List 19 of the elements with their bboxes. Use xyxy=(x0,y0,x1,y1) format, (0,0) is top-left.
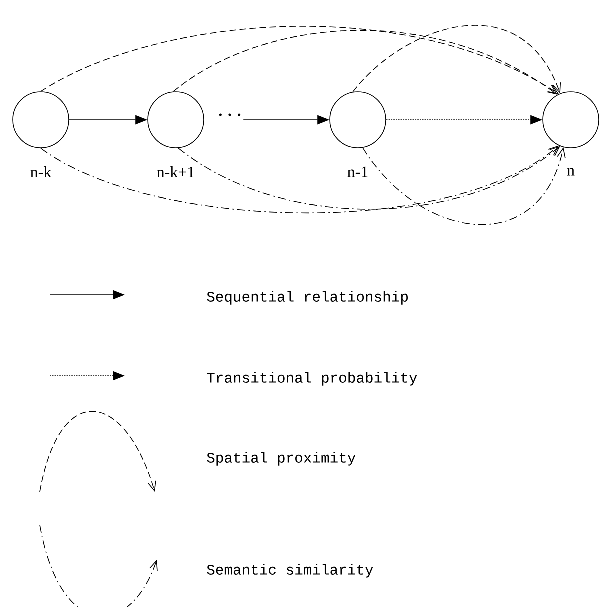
legend-text: Semantic similarity xyxy=(207,564,374,578)
arrow xyxy=(362,147,566,225)
node-circle xyxy=(148,92,204,148)
node-circle xyxy=(12,92,70,148)
legend-text: Transitional probability xyxy=(207,372,418,386)
arrow xyxy=(40,146,559,214)
legend-text: Sequential relationship xyxy=(207,291,408,305)
node-label: n-k+1 xyxy=(157,166,194,178)
node-circle xyxy=(542,92,600,148)
ellipsis-text: · · · xyxy=(219,114,241,116)
node-label: n xyxy=(567,168,575,176)
arrow xyxy=(40,26,559,94)
node-label: n-k xyxy=(30,166,52,178)
node-circle xyxy=(330,92,386,148)
arrow xyxy=(178,146,560,210)
node-label: n-1 xyxy=(348,166,368,178)
arrow xyxy=(173,30,558,95)
legend-text: Spatial proximity xyxy=(207,452,356,466)
arrow xyxy=(352,25,562,94)
